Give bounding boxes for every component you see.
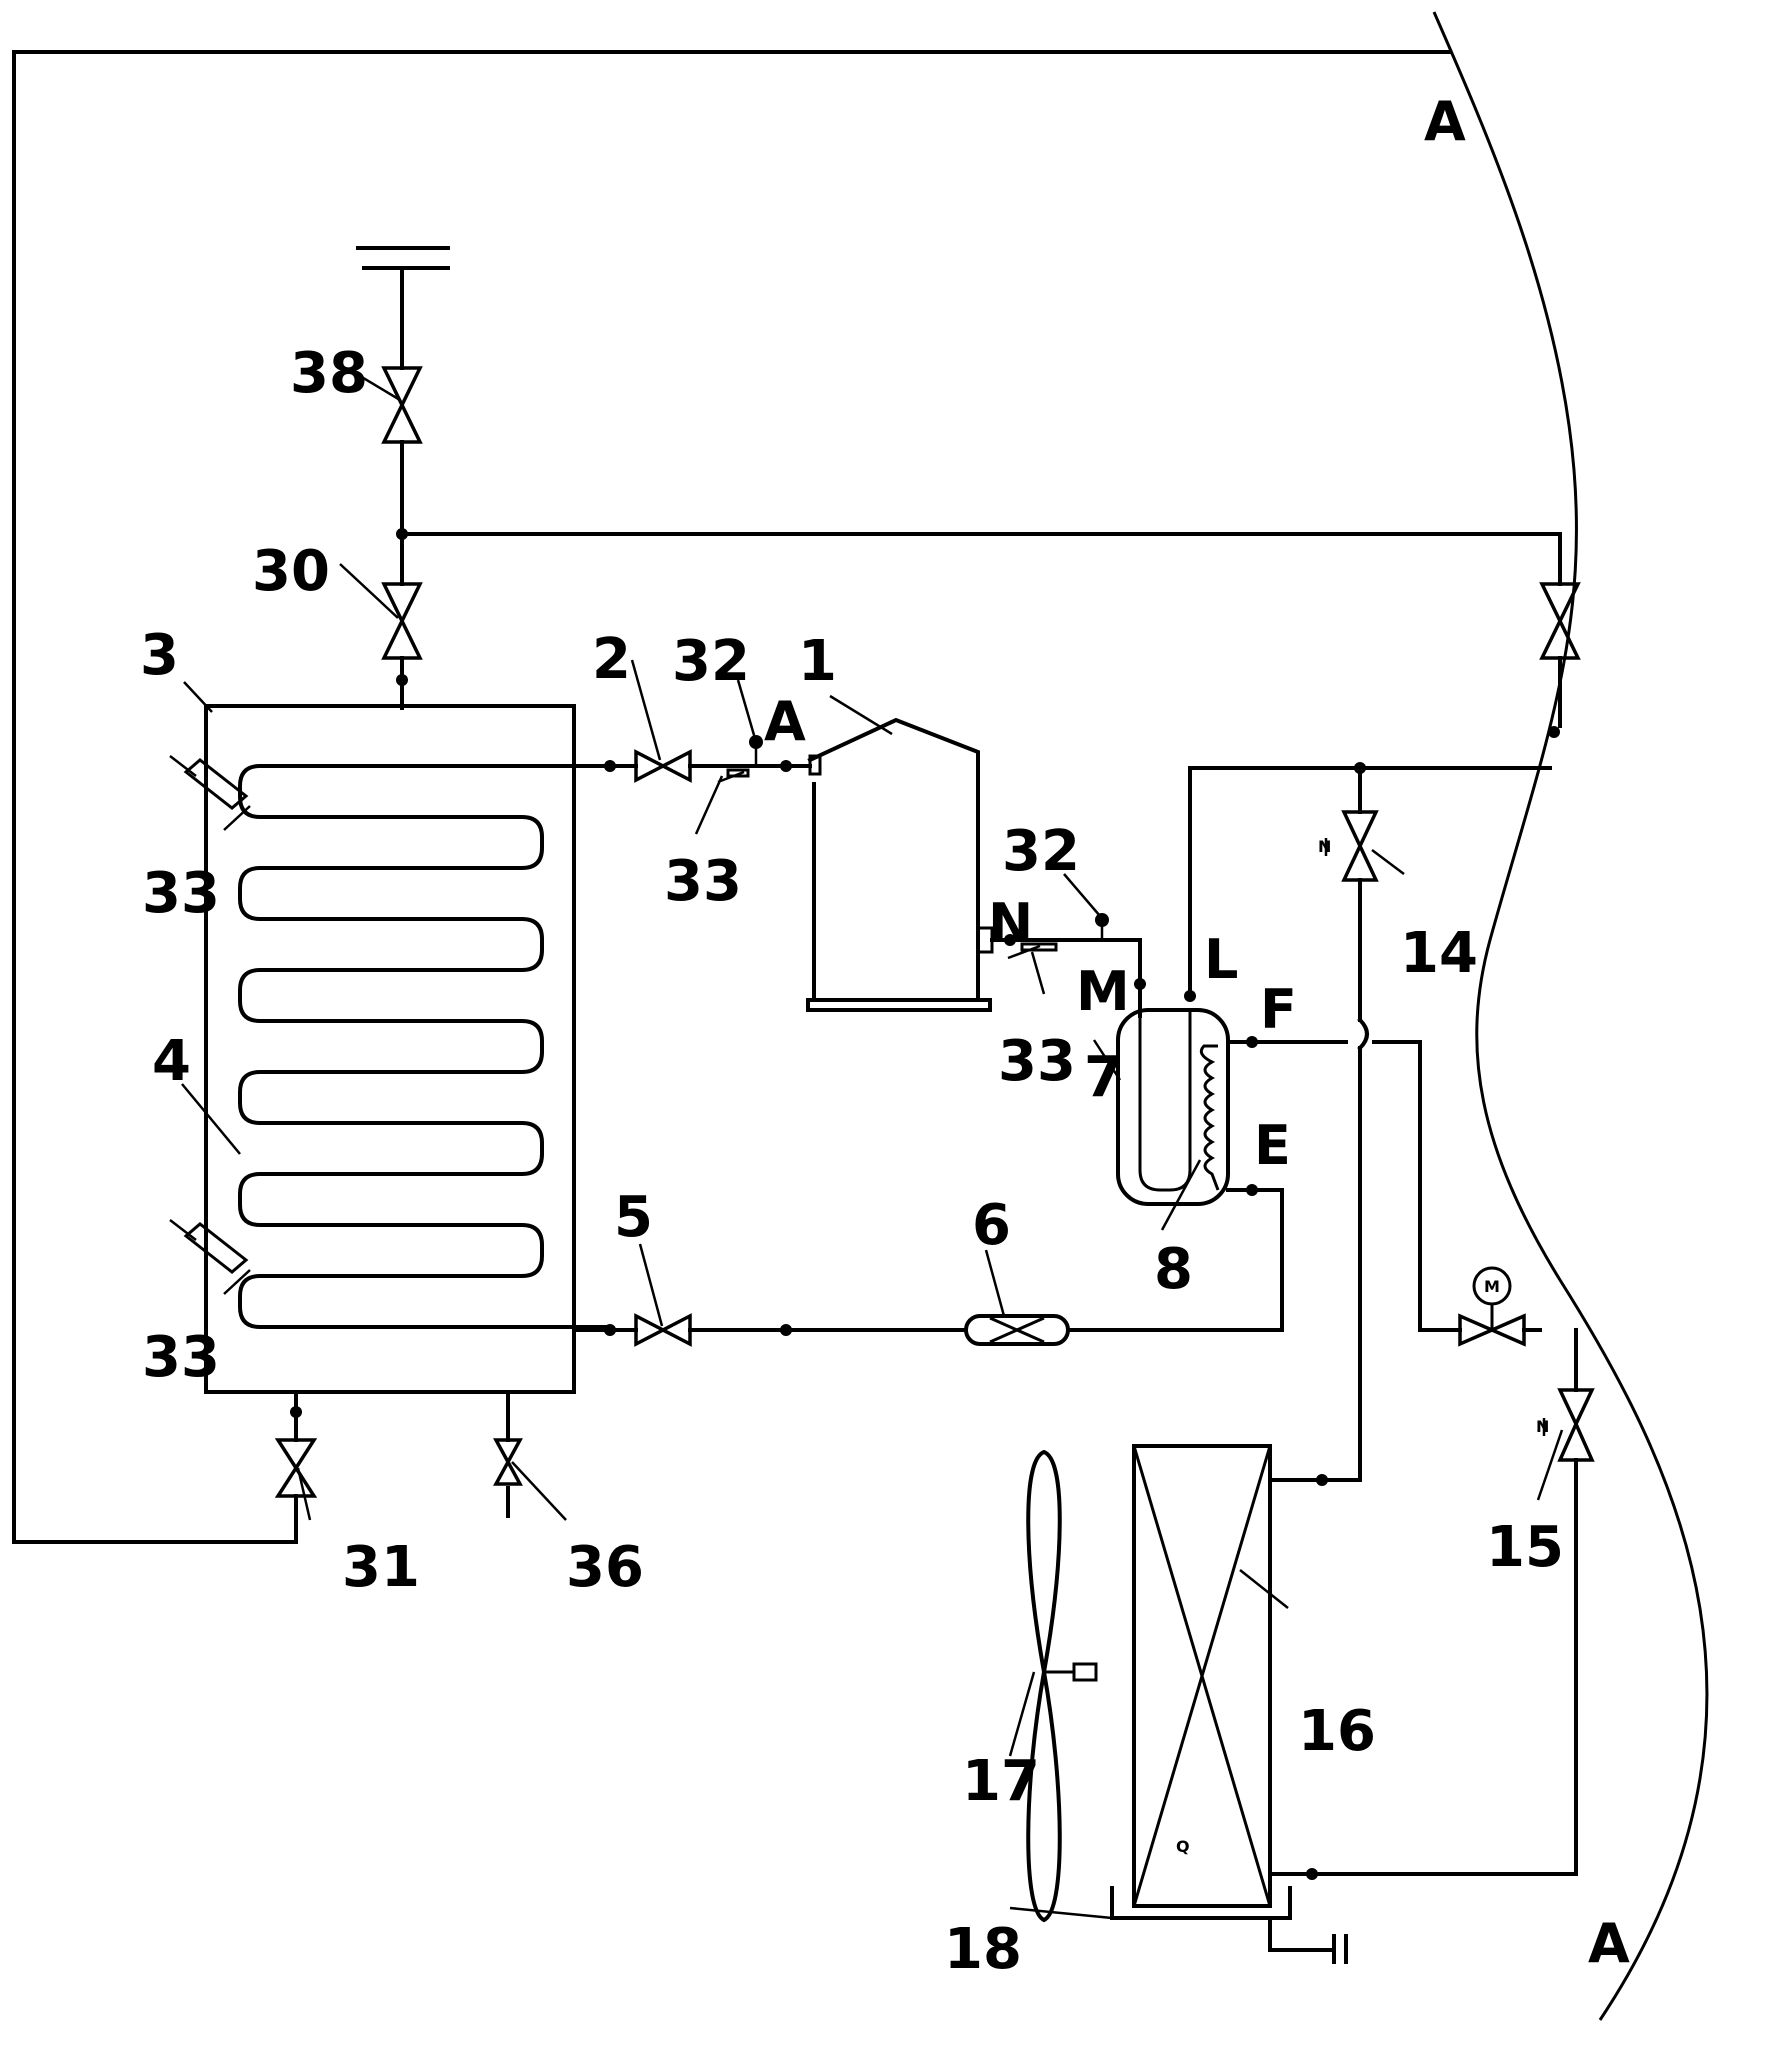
point-l: L <box>1204 928 1238 991</box>
label-3: 3 <box>140 623 179 688</box>
valve-m-motorized[interactable]: M <box>1458 1266 1526 1347</box>
compressor-1 <box>806 717 994 1012</box>
sensor-33-tank-lower <box>169 1219 249 1274</box>
label-7: 7 <box>1084 1045 1123 1110</box>
valve-31[interactable] <box>274 1438 318 1498</box>
discharge-line <box>990 913 1146 1018</box>
label-15: 15 <box>1486 1515 1564 1580</box>
fan-q-symbol: Q <box>1176 1837 1190 1856</box>
label-38: 38 <box>290 341 368 406</box>
sensor-33-suction <box>717 768 750 784</box>
label-14: 14 <box>1400 921 1478 986</box>
valve-30[interactable] <box>381 582 423 660</box>
label-4: 4 <box>152 1029 191 1094</box>
label-17: 17 <box>962 1749 1040 1814</box>
label-1: 1 <box>798 629 837 694</box>
label-5: 5 <box>614 1185 653 1250</box>
fan-17 <box>1026 1449 1098 1923</box>
outer-loop-pipe <box>12 50 1452 1544</box>
label-32-discharge: 32 <box>1002 819 1080 884</box>
condenser-return-line <box>1268 1328 1578 1880</box>
valve-38[interactable] <box>381 366 423 444</box>
label-33-suction: 33 <box>664 849 742 914</box>
tank-3 <box>204 704 576 1394</box>
valve-15-n: N <box>1536 1417 1549 1436</box>
label-33-discharge: 33 <box>998 1029 1076 1094</box>
condenser-16: Q <box>1132 1444 1272 1908</box>
f-line <box>1226 1036 1542 1332</box>
point-a-compressor: A <box>764 690 806 753</box>
label-33-lower: 33 <box>142 1325 220 1390</box>
valve-5[interactable] <box>634 1313 692 1347</box>
label-16: 16 <box>1298 1699 1376 1764</box>
coil-8 <box>1199 1044 1220 1191</box>
label-30: 30 <box>252 539 330 604</box>
point-e: E <box>1254 1114 1291 1177</box>
valve-14[interactable]: N <box>1318 810 1379 882</box>
valve-right-top[interactable] <box>1539 582 1581 660</box>
label-32-suction: 32 <box>672 629 750 694</box>
point-f: F <box>1260 978 1297 1041</box>
coil-4 <box>238 764 612 1329</box>
sensor-33-tank-upper <box>169 755 249 810</box>
point-n: N <box>988 892 1033 955</box>
valve-m-symbol: M <box>1484 1277 1500 1296</box>
valve-15[interactable]: N <box>1536 1388 1595 1462</box>
point-a-top: A <box>1424 90 1466 153</box>
expansion-device-6[interactable] <box>964 1314 1070 1346</box>
boundary-curve-a <box>1432 11 1709 2021</box>
sensor-33-discharge <box>1007 942 1058 960</box>
label-2: 2 <box>592 627 631 692</box>
label-6: 6 <box>972 1193 1011 1258</box>
label-8: 8 <box>1154 1237 1193 1302</box>
leader-lines <box>181 368 1564 1920</box>
valve-2[interactable] <box>634 749 692 783</box>
point-a-bottom: A <box>1588 1912 1630 1975</box>
valve-14-n: N <box>1318 837 1331 856</box>
valve-36[interactable] <box>493 1438 523 1486</box>
label-31: 31 <box>342 1535 420 1600</box>
label-18: 18 <box>944 1917 1022 1982</box>
label-36: 36 <box>566 1535 644 1600</box>
drain-pan-18 <box>1110 1886 1348 1964</box>
l-line <box>1184 762 1552 1486</box>
vent-line <box>356 246 1562 738</box>
e-line <box>572 1184 1284 1336</box>
point-m: M <box>1076 960 1130 1023</box>
outlet-pipes <box>290 1390 510 1518</box>
label-33-upper: 33 <box>142 861 220 926</box>
